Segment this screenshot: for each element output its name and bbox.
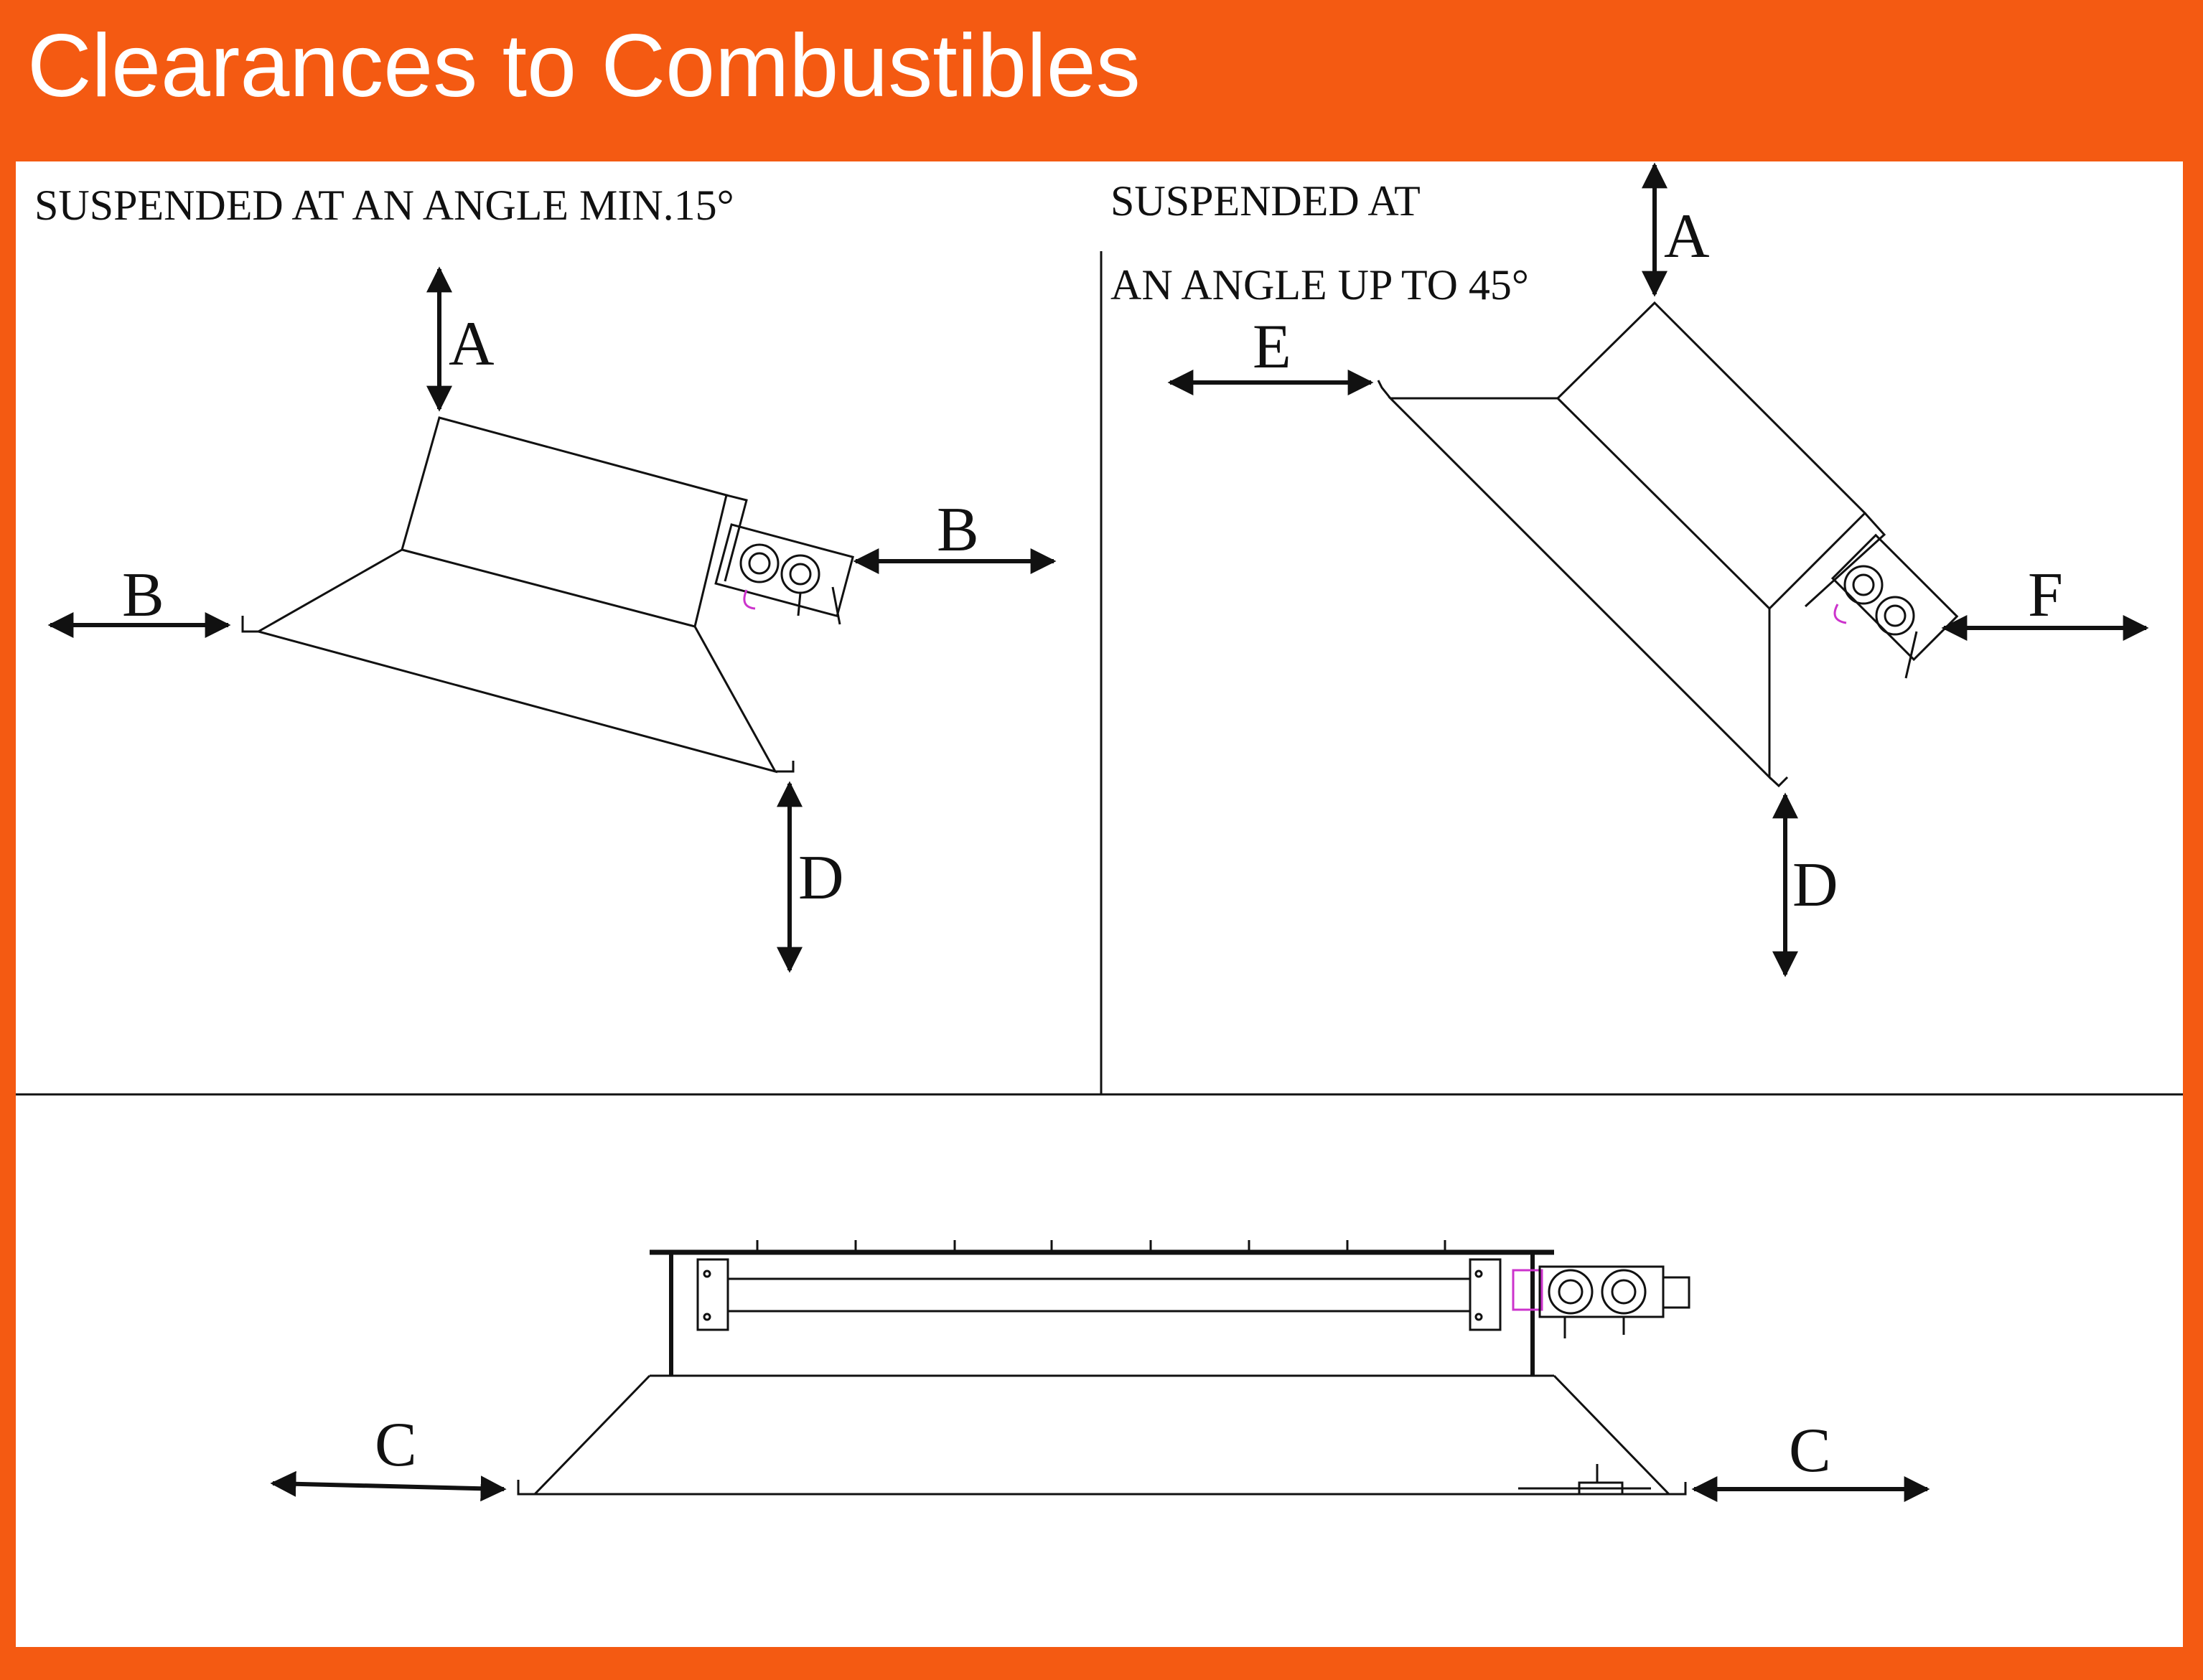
label-d-right: D xyxy=(1792,850,1838,920)
heater-horizontal xyxy=(517,1240,1687,1496)
label-e: E xyxy=(1253,312,1291,382)
right-panel-caption-line1: SUSPENDED AT xyxy=(1110,177,1421,225)
gas-valve-left xyxy=(714,523,854,625)
label-c-right: C xyxy=(1789,1416,1831,1486)
label-b-right: B xyxy=(937,495,979,565)
clearance-arrows-right xyxy=(1167,162,2149,977)
label-b-left: B xyxy=(122,560,164,630)
arrow-c-left xyxy=(270,1470,507,1502)
clearance-arrows-bottom xyxy=(270,1470,1930,1502)
heater-tilted-45 xyxy=(1377,301,1886,788)
gas-valve-right xyxy=(1830,533,1959,679)
gas-valve-bottom xyxy=(1512,1265,1690,1338)
diagram-panel xyxy=(16,161,2183,1647)
label-d-left: D xyxy=(798,843,844,913)
left-panel-caption: SUSPENDED AT AN ANGLE MIN.15° xyxy=(34,182,734,229)
right-panel-caption-line2: AN ANGLE UP TO 45° xyxy=(1110,261,1529,309)
label-c-left: C xyxy=(375,1410,417,1480)
label-a-left: A xyxy=(449,309,495,379)
panel-dividers xyxy=(16,251,2183,1096)
heater-tilted-15 xyxy=(241,416,795,774)
label-f: F xyxy=(2028,560,2063,630)
label-a-right: A xyxy=(1664,202,1710,271)
page-title: Clearances to Combustibles xyxy=(27,17,1141,116)
clearance-arrows-left xyxy=(47,266,1057,973)
